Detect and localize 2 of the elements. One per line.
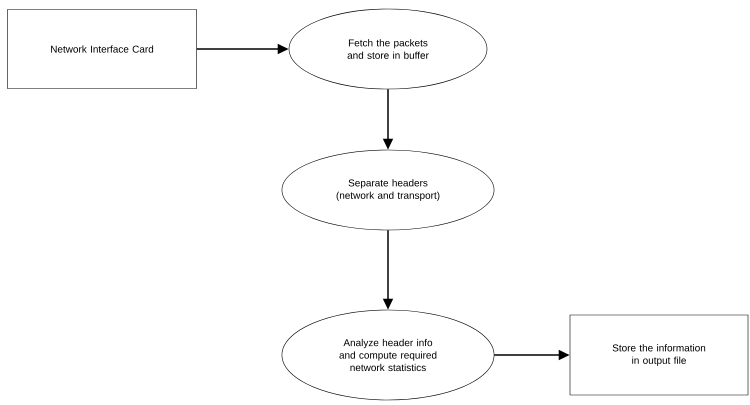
- process-box: Network Interface Card: [7, 9, 197, 89]
- process-box: Store the information in output file: [570, 314, 748, 396]
